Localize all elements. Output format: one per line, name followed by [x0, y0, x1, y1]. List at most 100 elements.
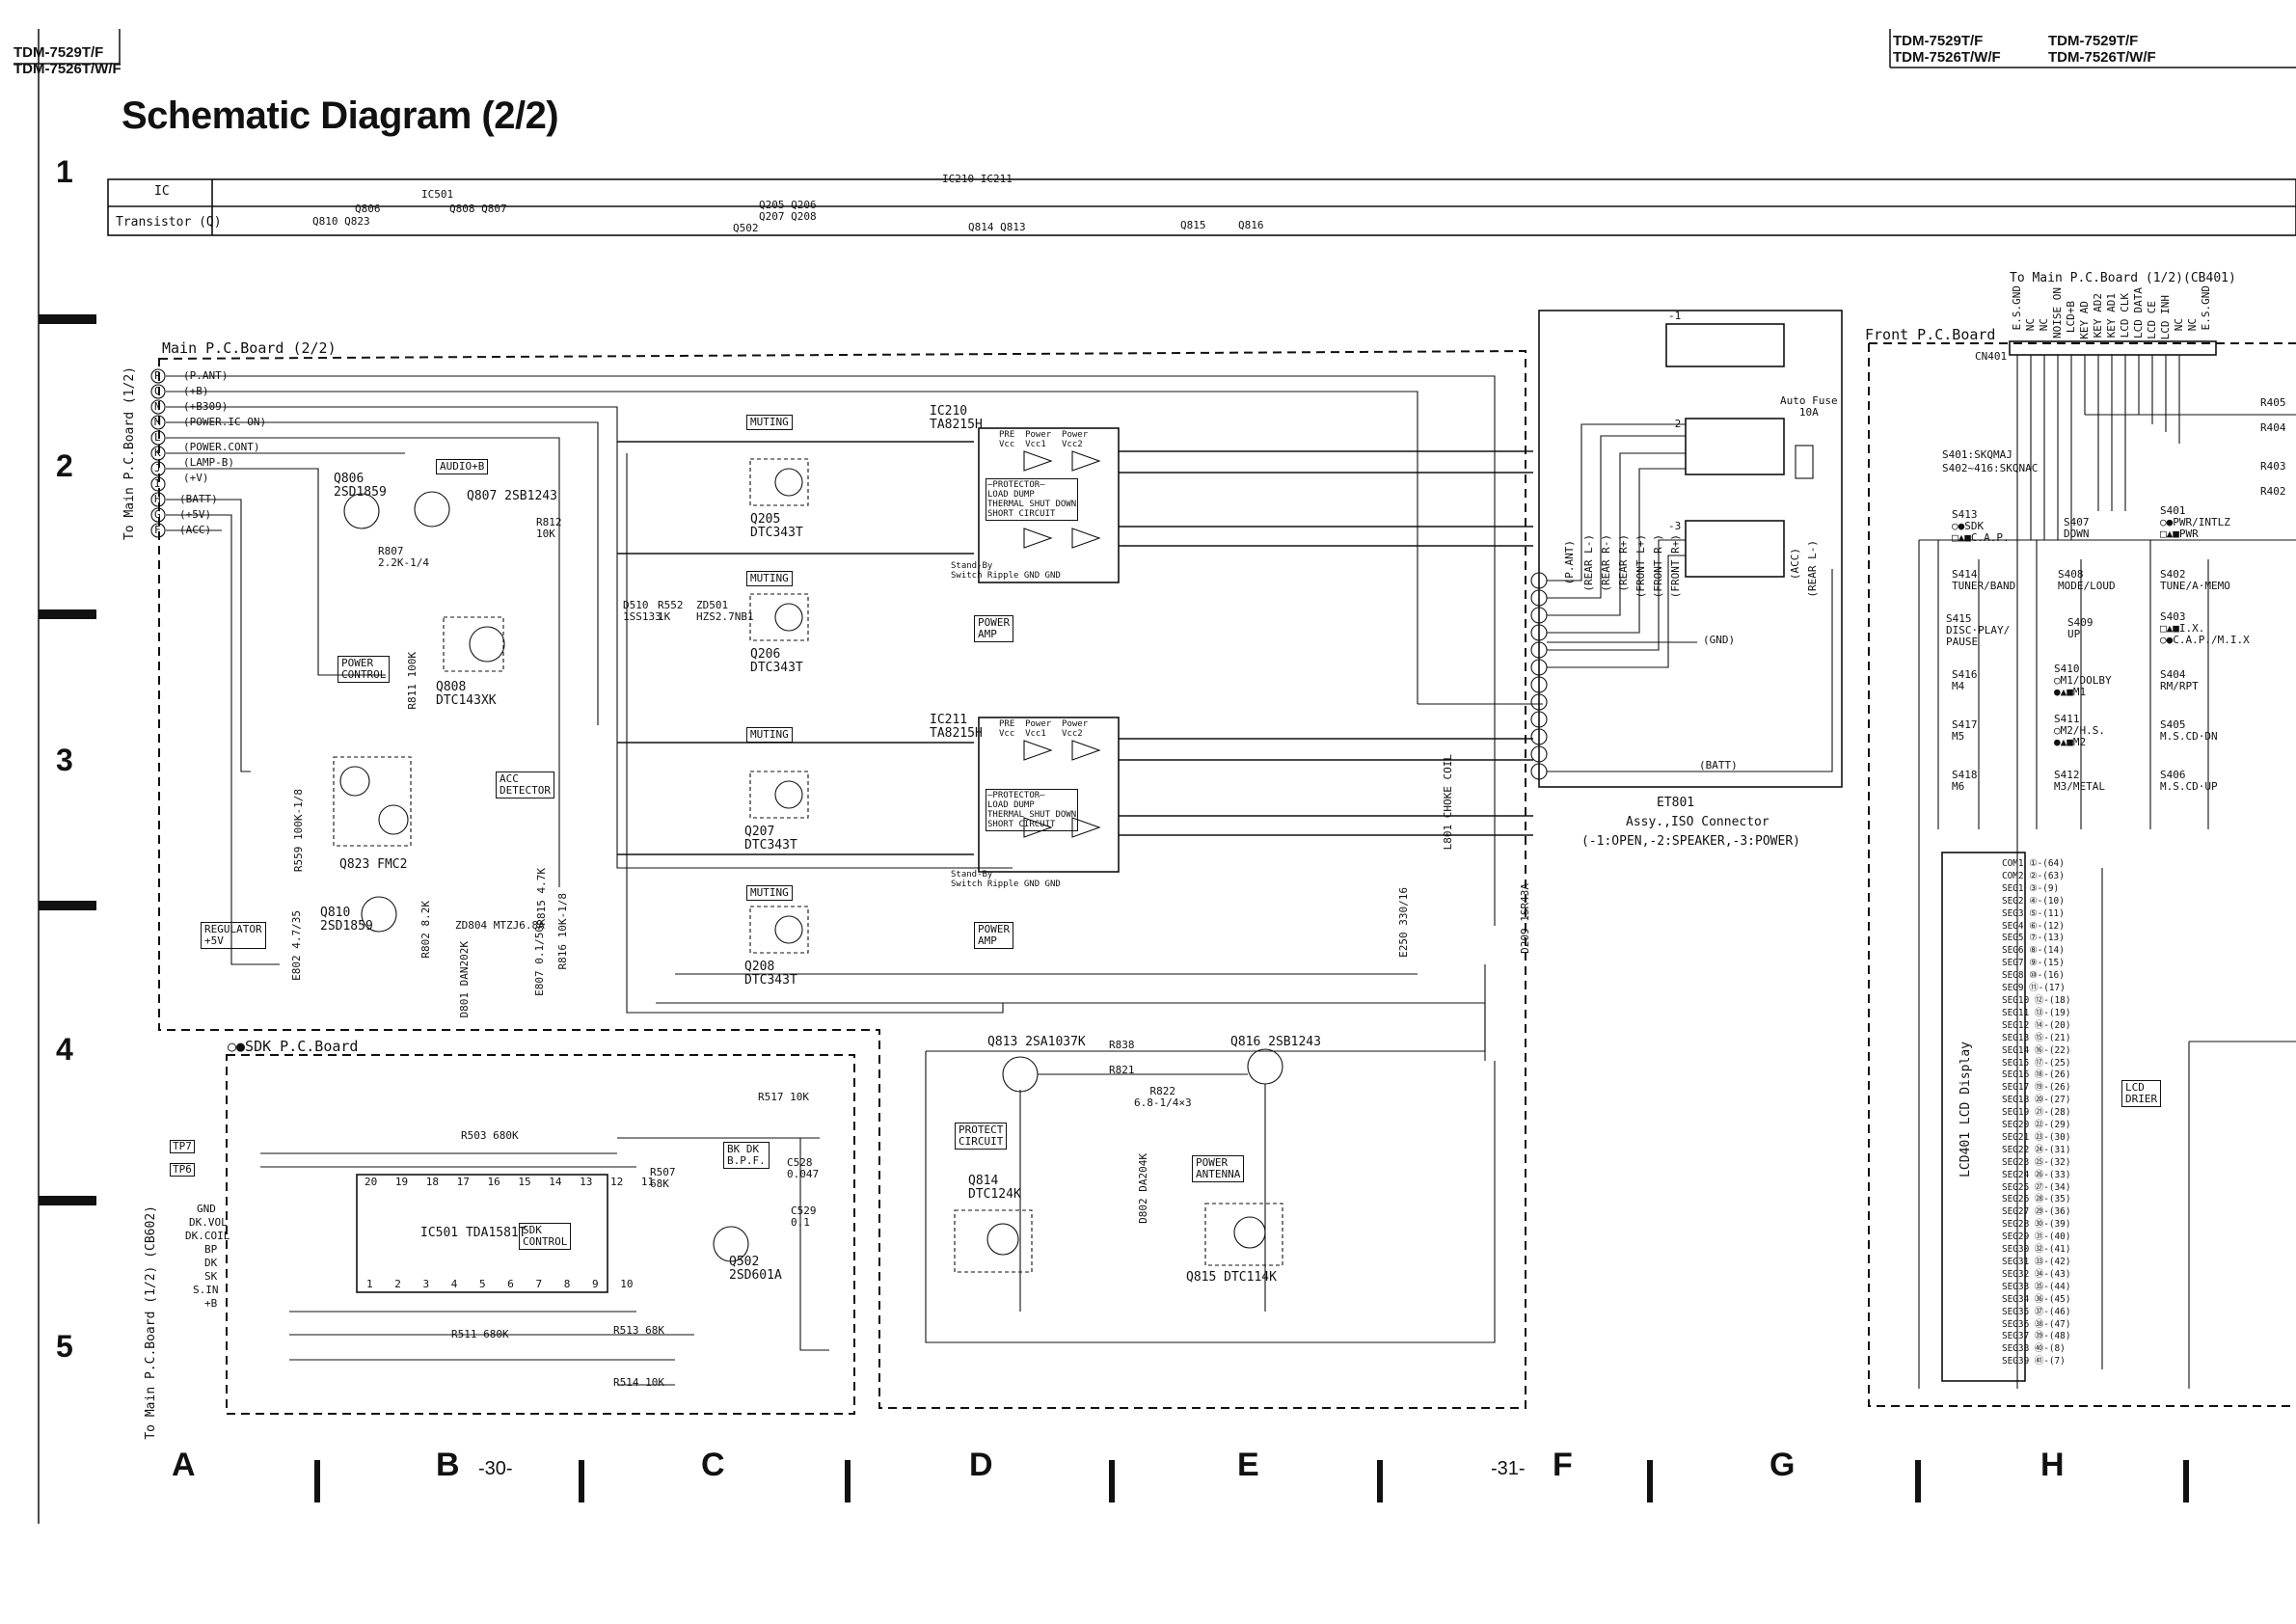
column-letter-f: F	[1553, 1447, 1573, 1483]
row-tick	[39, 314, 96, 324]
model-line-2: TDM-7526T/W/F	[2048, 49, 2156, 66]
zd501-label: ZD501 HZS2.7NB1	[696, 599, 754, 623]
muting-annotation: MUTING	[746, 727, 793, 743]
d209-label: D209 1SR43A	[1519, 883, 1531, 954]
d801-label: D801 DAN202K	[458, 941, 471, 1018]
connector-pin-label: (BATT)	[179, 493, 218, 505]
et801-name: ET801	[1657, 796, 1695, 810]
main-board-outline	[158, 349, 1526, 1409]
q207-label: Q207 DTC343T	[744, 825, 797, 853]
protect-circuit-annotation: PROTECT CIRCUIT	[955, 1123, 1008, 1150]
connector-pin-label: (LAMP-B)	[183, 456, 234, 469]
r559-label: R559 100K-1/8	[292, 789, 305, 873]
column-letter-a: A	[172, 1447, 196, 1483]
model-line-1: TDM-7529T/F	[2048, 33, 2139, 49]
ic501-label: IC501 TDA1581T	[420, 1226, 527, 1240]
r821-label: R821	[1109, 1064, 1135, 1076]
q808-label: Q808 DTC143XK	[436, 680, 497, 708]
et801-slot-label: -2	[1668, 418, 1682, 430]
pin-letter: J	[154, 462, 161, 474]
model-line-2: TDM-7526T/W/F	[1893, 49, 2001, 66]
parts-table-ic-label: IC	[154, 184, 170, 199]
q813-label: Q813 2SA1037K	[987, 1035, 1086, 1049]
column-letter-d: D	[969, 1447, 993, 1483]
column-separator	[1647, 1460, 1653, 1502]
ic210-standby: Stand-By Switch Ripple GND GND	[951, 561, 1061, 581]
front-board-outline	[1868, 342, 2296, 1407]
column-separator	[1377, 1460, 1383, 1502]
resistor-label: R405	[2260, 396, 2286, 409]
power-amp-annotation: POWER AMP	[974, 922, 1014, 949]
e807-label: E807 0.1/50	[533, 926, 546, 996]
column-separator	[1109, 1460, 1115, 1502]
pin-letter: F	[154, 524, 161, 536]
pin-letter: M	[154, 416, 161, 428]
pin-letter: K	[154, 447, 161, 459]
et801-output-pin: (REAR R-)	[1600, 534, 1612, 592]
et801-slot-1	[1665, 323, 1785, 367]
connector-pin-label: (+5V)	[179, 508, 212, 521]
et801-slot-label: -3	[1668, 520, 1682, 532]
main-connector	[150, 368, 166, 538]
sdk-testpoint: TP7	[170, 1140, 195, 1153]
ic501-pins-bottom: 1 2 3 4 5 6 7 8 9 10	[366, 1278, 634, 1290]
l801-label: L801 CHOKE COIL	[1442, 754, 1454, 851]
model-label-right-a: TDM-7529T/F TDM-7526T/W/F	[1893, 33, 2001, 66]
cn401-pin: E.S.GND	[2200, 285, 2212, 331]
column-separator	[579, 1460, 584, 1502]
ic211-label: IC211 TA8215H	[930, 713, 983, 741]
c529-label: C529 0.1	[791, 1204, 817, 1229]
r802-label: R802 8.2K	[419, 901, 432, 959]
r816-label: R816 10K-1/8	[556, 893, 569, 970]
ic501-pins-top: 20 19 18 17 16 15 14 13 12 11	[365, 1176, 655, 1188]
model-line-1: TDM-7529T/F	[1893, 33, 1984, 49]
ic501-body	[356, 1174, 608, 1293]
r514-label: R514 10K	[613, 1376, 664, 1389]
resistor-label: R402	[2260, 485, 2286, 498]
model-label-right-b: TDM-7529T/F TDM-7526T/W/F	[2048, 33, 2156, 66]
row-number-5: 5	[56, 1329, 73, 1364]
column-separator	[845, 1460, 851, 1502]
sdk-testpoint: TP6	[170, 1163, 195, 1177]
cn401-pin: NOISE ON	[2051, 287, 2064, 338]
pin-letter: G	[154, 508, 161, 521]
r507-label: R507 68K	[650, 1166, 676, 1190]
connector-pin-label: (P.ANT)	[183, 369, 229, 382]
et801-output-pin: (FRONT R-)	[1652, 534, 1664, 599]
et801-batt: (BATT)	[1699, 759, 1738, 771]
main-board-label: Main P.C.Board (2/2)	[162, 339, 337, 357]
r815-label: R815 4.7K	[535, 868, 548, 926]
cn401-pin: KEY AD1	[2105, 293, 2118, 338]
row-tick	[39, 901, 96, 910]
cn401-body	[2009, 340, 2217, 356]
q205-label: Q205 DTC343T	[750, 512, 803, 540]
pin-letter: O	[154, 385, 161, 397]
power-amp-annotation: POWER AMP	[974, 615, 1014, 642]
column-letter-b: B	[436, 1447, 460, 1483]
sdk-pin-label: DK.VOL	[189, 1216, 228, 1229]
lcd401-body	[1941, 852, 2026, 1382]
r513-label: R513 68K	[613, 1324, 664, 1337]
switch-s401: S401○●PWR/INTLZ □▲■PWR	[2160, 504, 2230, 540]
sdk-pin-label: BP	[204, 1243, 218, 1256]
column-letter-c: C	[701, 1447, 725, 1483]
e250-label: E250 330/16	[1397, 887, 1410, 958]
front-board-label: Front P.C.Board	[1865, 326, 1996, 343]
pin-letter: N	[154, 400, 161, 413]
et801-slot-2	[1685, 418, 1785, 475]
audio-b-annotation: AUDIO+B	[436, 459, 489, 474]
column-separator	[2183, 1460, 2189, 1502]
sdk-board-label: ○●SDK P.C.Board	[228, 1038, 359, 1055]
cn401-pin: KEY AD	[2078, 301, 2091, 339]
r807-label: R807 2.2K-1/4	[378, 545, 429, 569]
cn401-pin: NC	[2186, 318, 2199, 332]
q823-label: Q823 FMC2	[339, 857, 408, 872]
